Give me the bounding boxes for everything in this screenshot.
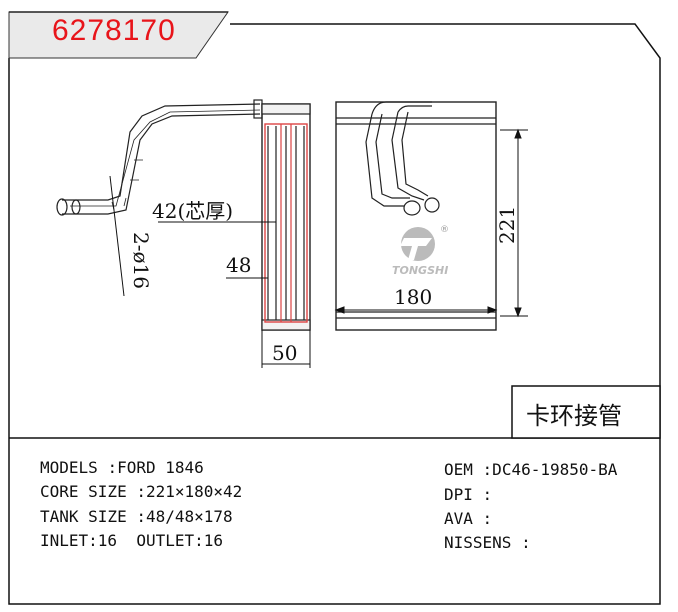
front-view — [335, 101, 497, 331]
brand-logo: TONGSHI ® — [392, 225, 449, 277]
core-thickness-label: 42(芯厚) — [152, 199, 233, 223]
models-label: MODELS — [40, 458, 98, 477]
nissens-value: : — [521, 533, 531, 552]
dpi-label: DPI — [444, 485, 473, 504]
oem-label: OEM — [444, 460, 473, 479]
oem-value: :DC46-19850-BA — [482, 460, 618, 479]
ava-row: AVA : — [444, 509, 492, 528]
tank-thickness-label: 48 — [226, 253, 251, 277]
sheet-border — [8, 23, 661, 605]
part-number: 6278170 — [52, 14, 176, 47]
tank-size-label: TANK SIZE — [40, 507, 127, 526]
models-row: MODELS :FORD 1846 — [40, 458, 204, 477]
core-size-label: CORE SIZE — [40, 482, 127, 501]
connection-note: 卡环接管 — [526, 402, 622, 430]
tank-size-value: :48/48×178 — [136, 507, 233, 526]
width-label: 180 — [394, 285, 432, 309]
ava-label: AVA — [444, 509, 473, 528]
height-label: 221 — [495, 206, 519, 244]
side-dimensions — [109, 175, 311, 368]
dpi-row: DPI : — [444, 485, 492, 504]
dpi-value: : — [482, 485, 493, 504]
side-view — [56, 99, 311, 331]
front-dimensions — [334, 128, 528, 318]
brand-wordmark: TONGSHI — [392, 264, 448, 277]
overall-depth-label: 50 — [272, 341, 297, 365]
tank-size-row: TANK SIZE :48/48×178 — [40, 507, 233, 526]
nissens-label: NISSENS — [444, 533, 512, 552]
note-box — [511, 385, 661, 439]
core-size-row: CORE SIZE :221×180×42 — [40, 482, 242, 501]
oem-row: OEM :DC46-19850-BA — [444, 460, 617, 479]
pipe-diameter-label: 2-ø16 — [129, 232, 153, 289]
inlet-outlet-row: INLET:16 OUTLET:16 — [40, 531, 223, 550]
ava-value: : — [482, 509, 493, 528]
outlet-label: OUTLET:16 — [136, 531, 224, 550]
core-size-value: :221×180×42 — [136, 482, 243, 501]
inlet-label: INLET:16 — [40, 531, 118, 550]
registered-mark: ® — [440, 225, 449, 235]
models-value: :FORD 1846 — [107, 458, 204, 477]
nissens-row: NISSENS : — [444, 533, 531, 552]
core-outline — [264, 123, 308, 323]
